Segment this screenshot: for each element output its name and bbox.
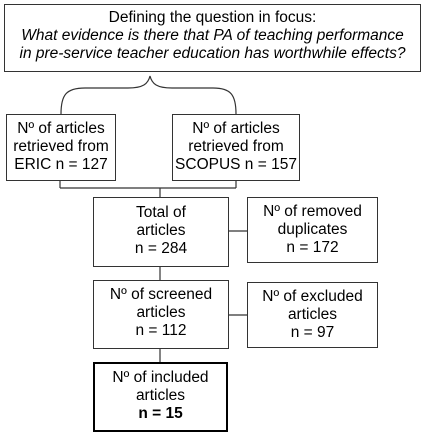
screened-line-1: Nº of screened [109,286,213,303]
question-focus-box: Defining the question in focus: What evi… [4,4,421,72]
removed-duplicates-box: Nº of removed duplicates n = 172 [247,197,378,263]
included-line-3: n = 15 [138,405,183,422]
screened-articles-box: Nº of screened articles n = 112 [93,280,229,349]
duplicates-line-2: duplicates [277,221,348,238]
question-heading: Defining the question in focus: [108,9,317,26]
brace-connector [60,75,237,115]
duplicates-line-3: n = 172 [286,239,339,256]
screened-line-2: articles [136,304,186,321]
total-line-1: Total of [136,204,186,221]
excluded-line-2: articles [287,306,338,323]
excluded-line-3: n = 97 [290,324,335,341]
excluded-articles-box: Nº of excluded articles n = 97 [247,282,378,348]
total-articles-box: Total of articles n = 284 [93,197,229,267]
excluded-line-1: Nº of excluded [262,288,363,305]
screened-line-3: n = 112 [135,322,187,339]
scopus-line-2: retrieved from [188,138,284,155]
scopus-line-3: SCOPUS n = 157 [175,156,297,173]
total-line-2: articles [136,222,186,239]
eric-line-1: Nº of articles [17,120,105,137]
scopus-articles-box: Nº of articles retrieved from SCOPUS n =… [172,114,300,181]
included-line-1: Nº of included [112,369,209,386]
duplicates-line-1: Nº of removed [263,203,362,220]
included-line-2: articles [135,387,186,404]
eric-line-3: ERIC n = 127 [14,156,108,173]
scopus-line-1: Nº of articles [192,120,280,137]
total-line-3: n = 284 [134,240,188,257]
eric-line-2: retrieved from [13,138,109,155]
included-articles-box: Nº of included articles n = 15 [93,362,228,432]
question-line-2: in pre-service teacher education has wor… [19,45,406,62]
eric-articles-box: Nº of articles retrieved from ERIC n = 1… [6,114,116,181]
question-line-1: What evidence is there that PA of teachi… [21,27,404,44]
